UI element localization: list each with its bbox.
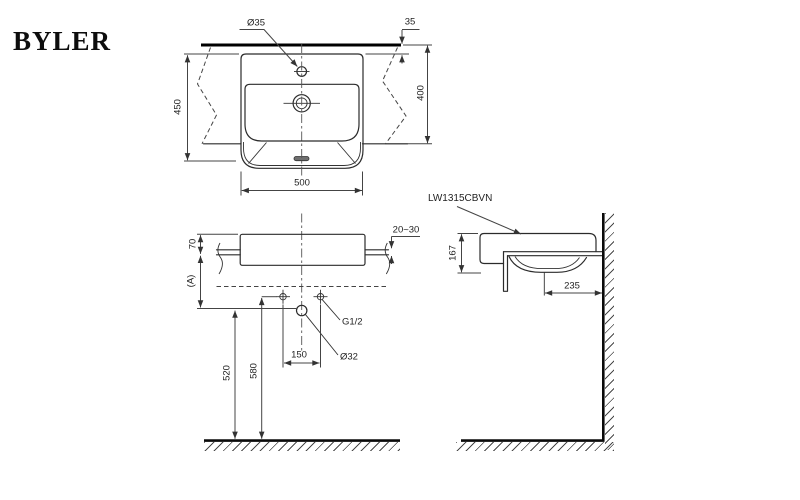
dim-height-reference: (A) (185, 274, 197, 288)
dim-drain-height: 520 (221, 365, 233, 381)
label-supply-thread: G1/2 (342, 315, 363, 327)
dim-drain-to-wall: 235 (564, 280, 580, 292)
dim-total-depth: 450 (172, 99, 184, 115)
floor-hatching-side (456, 442, 614, 451)
floor-hatching-front (204, 442, 400, 451)
dim-faucet-hole-diameter: Ø35 (247, 17, 265, 29)
dim-basin-height: 167 (447, 245, 459, 261)
top-view-linework (184, 29, 432, 196)
wall-hatching (605, 213, 614, 450)
dim-rim-height: 70 (187, 238, 199, 250)
front-view-linework (197, 213, 420, 442)
dim-rim-to-wall: 35 (404, 16, 416, 28)
side-view-linework (456, 206, 605, 442)
dim-counter-thickness: 20~30 (392, 224, 420, 236)
dim-basin-width: 500 (294, 177, 310, 189)
dim-supply-spacing: 150 (291, 349, 307, 361)
dim-counter-depth: 400 (415, 85, 427, 101)
label-drain-diameter: Ø32 (340, 351, 358, 363)
label-product-code: LW1315CBVN (428, 193, 493, 204)
brand-logo: BYLER (13, 26, 112, 56)
dim-supply-height: 580 (248, 363, 260, 379)
